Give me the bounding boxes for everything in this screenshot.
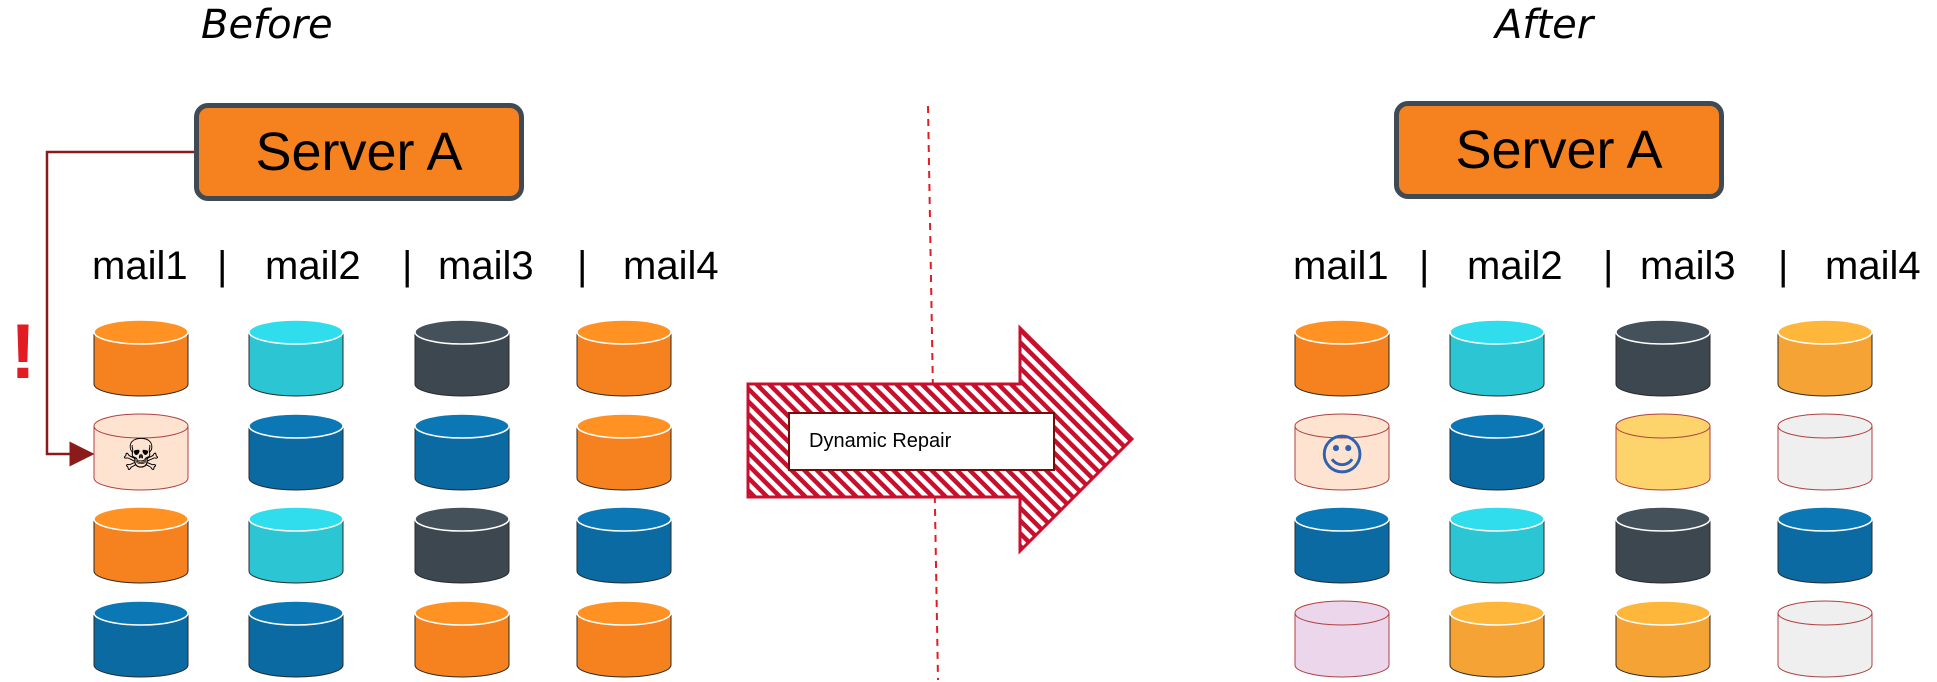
mailbox-cylinder bbox=[1615, 319, 1711, 397]
mailbox-cylinder bbox=[1294, 506, 1390, 584]
mailbox-cylinder bbox=[1449, 413, 1545, 491]
after-col-mail1: mail1 bbox=[1293, 244, 1389, 288]
before-cylinder-grid: ☠ bbox=[93, 319, 672, 678]
before-col-sep: | bbox=[577, 244, 588, 288]
before-server-label: Server A bbox=[255, 122, 463, 182]
mailbox-cylinder bbox=[1615, 506, 1711, 584]
mailbox-cylinder bbox=[248, 506, 344, 584]
mailbox-cylinder bbox=[1615, 413, 1711, 491]
after-col-sep: | bbox=[1603, 244, 1614, 288]
before-title: Before bbox=[201, 2, 333, 48]
mailbox-cylinder bbox=[576, 506, 672, 584]
mailbox-cylinder bbox=[248, 319, 344, 397]
repair-label-box bbox=[788, 412, 1055, 471]
mailbox-cylinder bbox=[93, 319, 189, 397]
mailbox-cylinder bbox=[1615, 600, 1711, 678]
corruption-connector bbox=[45, 150, 194, 467]
mailbox-cylinder bbox=[93, 600, 189, 678]
mailbox-cylinder bbox=[248, 413, 344, 491]
mailbox-cylinder bbox=[414, 600, 510, 678]
mailbox-cylinder bbox=[1777, 506, 1873, 584]
after-server-box: Server A bbox=[1394, 101, 1724, 199]
mailbox-cylinder bbox=[576, 319, 672, 397]
mailbox-cylinder bbox=[1777, 413, 1873, 491]
before-col-mail3: mail3 bbox=[438, 244, 534, 288]
alert-mark: ! bbox=[10, 307, 36, 395]
mailbox-cylinder bbox=[1449, 506, 1545, 584]
mailbox-cylinder bbox=[1777, 600, 1873, 678]
after-col-mail4: mail4 bbox=[1825, 244, 1921, 288]
mailbox-cylinder bbox=[414, 413, 510, 491]
repair-label: Dynamic Repair bbox=[809, 429, 952, 452]
before-col-mail4: mail4 bbox=[623, 244, 719, 288]
after-col-sep: | bbox=[1778, 244, 1789, 288]
mailbox-cylinder bbox=[93, 506, 189, 584]
after-server-label: Server A bbox=[1455, 120, 1663, 180]
skull-crossbones-icon: ☠ bbox=[121, 430, 160, 481]
before-col-sep: | bbox=[402, 244, 413, 288]
smiley-icon: ☺ bbox=[1319, 430, 1365, 481]
repaired-mailbox-cylinder: ☺ bbox=[1294, 413, 1390, 491]
before-col-mail2: mail2 bbox=[265, 244, 361, 288]
mailbox-cylinder bbox=[1777, 319, 1873, 397]
after-col-mail3: mail3 bbox=[1640, 244, 1736, 288]
mailbox-cylinder bbox=[576, 413, 672, 491]
mailbox-cylinder bbox=[576, 600, 672, 678]
mailbox-cylinder bbox=[1294, 319, 1390, 397]
before-server-box: Server A bbox=[194, 103, 524, 201]
after-col-mail2: mail2 bbox=[1467, 244, 1563, 288]
after-cylinder-grid: ☺ bbox=[1294, 319, 1873, 678]
before-col-mail1: mail1 bbox=[92, 244, 188, 288]
corrupted-mailbox-cylinder: ☠ bbox=[93, 413, 189, 491]
mailbox-cylinder bbox=[1449, 600, 1545, 678]
before-col-sep: | bbox=[217, 244, 228, 288]
after-title: After bbox=[1495, 2, 1594, 48]
mailbox-cylinder bbox=[1449, 319, 1545, 397]
mailbox-cylinder bbox=[414, 319, 510, 397]
mailbox-cylinder bbox=[1294, 600, 1390, 678]
mailbox-cylinder bbox=[414, 506, 510, 584]
after-col-sep: | bbox=[1419, 244, 1430, 288]
mailbox-cylinder bbox=[248, 600, 344, 678]
